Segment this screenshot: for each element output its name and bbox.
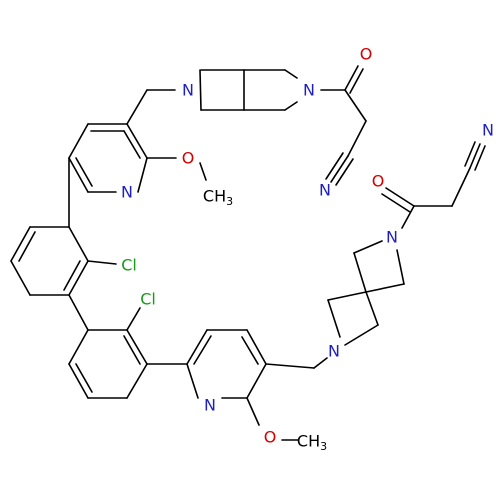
bond-32 (18, 231, 36, 262)
bond-16 (335, 158, 354, 186)
bond-75 (469, 143, 481, 169)
bond-60 (265, 363, 315, 369)
atom-label-cl_2: Cl (140, 290, 156, 309)
atom-label-n_az4: N (328, 342, 340, 361)
atom-label-n_az3: N (386, 228, 398, 247)
bond-57 (186, 363, 199, 399)
bond-62 (327, 299, 341, 338)
bond-48 (126, 307, 141, 331)
bond-68 (365, 283, 405, 293)
bond-35 (68, 260, 89, 296)
atom-label-n_az1: N (182, 81, 194, 100)
bond-41 (68, 363, 89, 399)
atom-label-o_co2: O (372, 172, 385, 191)
bond-54 (241, 336, 259, 365)
bond-63 (327, 291, 367, 301)
bond-12 (344, 89, 367, 122)
bond-40 (68, 329, 89, 365)
bond-66 (353, 252, 367, 293)
bond-17 (126, 89, 148, 125)
bond-55 (246, 363, 267, 399)
bond-21 (68, 157, 89, 193)
bond-69 (396, 249, 405, 285)
atom-label-n_cn1: N (319, 181, 331, 200)
bond-11 (349, 68, 364, 94)
bond-37 (68, 226, 89, 262)
atom-label-n_cn2: N (482, 121, 494, 140)
atom-label-o_me1: O (182, 149, 195, 168)
atom-label-n_az2: N (303, 81, 315, 100)
bond-24 (137, 157, 148, 193)
bond-50 (186, 329, 208, 365)
bond-20 (68, 123, 89, 159)
bond-44 (126, 363, 148, 399)
bond-53 (246, 329, 267, 365)
atom-subscript-c_me2: 3 (320, 440, 327, 453)
atom-label-n_py1: N (121, 183, 133, 202)
bond-42 (75, 363, 93, 393)
bond-26 (123, 130, 141, 159)
bond-8 (284, 101, 298, 111)
bond-61 (313, 357, 328, 369)
bond-25 (126, 123, 148, 159)
bond-33 (10, 260, 31, 296)
atom-subscript-c_me1: 3 (226, 195, 233, 208)
bond-76 (464, 141, 476, 167)
bond-22 (75, 157, 93, 187)
bond-10 (344, 65, 359, 91)
atom-label-n_py2: N (204, 396, 216, 415)
bond-layer (10, 65, 486, 441)
atom-label-o_me2: O (264, 428, 277, 447)
bond-13 (347, 120, 367, 157)
bond-1 (199, 69, 202, 111)
bond-28 (199, 162, 207, 181)
bond-70 (401, 205, 415, 229)
bond-64 (365, 291, 379, 326)
atom-label-c_me2: CH3 (297, 432, 327, 453)
bond-58 (246, 397, 260, 426)
bond-38 (87, 260, 117, 265)
bond-45 (126, 329, 148, 365)
bond-74 (451, 167, 471, 207)
bond-46 (123, 335, 141, 365)
bond-7 (284, 69, 298, 79)
atom-label-c_me1: CH3 (203, 187, 233, 208)
bond-15 (325, 152, 344, 180)
bond-51 (193, 335, 212, 365)
atom-label-o_co1: O (360, 45, 373, 64)
bond-39 (68, 294, 89, 331)
bond-67 (353, 240, 383, 254)
bond-14 (330, 155, 349, 183)
bond-31 (10, 226, 31, 262)
bond-72 (381, 193, 411, 213)
atom-label-cl_1: Cl (121, 256, 137, 275)
bond-65 (344, 324, 379, 346)
bond-77 (474, 145, 486, 171)
bond-71 (385, 187, 415, 207)
bond-36 (63, 260, 81, 291)
